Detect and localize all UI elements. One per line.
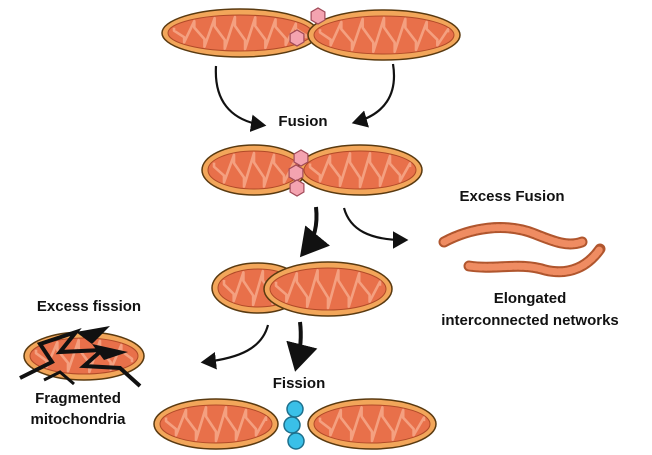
elongated-label-line2: interconnected networks [441,312,619,329]
arrow-to-excess-fission [200,324,270,370]
fragmented-label-line1: Fragmented [35,390,121,407]
mitochondrion-fused-left [201,144,307,196]
mitochondrion-fused-right [297,144,423,196]
arrow-to-excess-fusion [342,207,409,249]
fission-protein-1 [286,400,304,418]
arrow-to-fusion-left [214,65,267,132]
excess-fission-label: Excess fission [37,298,141,315]
arrow-to-fusion-right [351,63,396,128]
mitochondrion-top-right [307,9,461,61]
fragmentation-cracks [19,326,142,388]
fission-label: Fission [273,375,326,392]
mitochondrion-fission-right [307,398,437,450]
arrow-to-fission [286,321,318,372]
fusion-protein-top-1 [310,7,326,25]
fusion-label: Fusion [278,113,327,130]
fusion-protein-top-2 [289,29,305,47]
fusion-protein-mid-3 [289,179,305,197]
fission-protein-2 [283,416,301,434]
excess-fusion-label: Excess Fusion [459,188,564,205]
arrow-to-overlap [299,206,331,258]
mitochondrion-overlap-right [263,261,393,317]
fusion-protein-mid-1 [293,149,309,167]
fragmented-label-line2: mitochondria [30,411,126,428]
fission-protein-3 [287,432,305,450]
elongated-label-line1: Elongated [494,290,567,307]
mitochondrion-fission-left [153,398,279,450]
fusion-protein-mid-2 [288,164,304,182]
elongated-mitochondrion-2-fill [465,245,604,276]
mitochondrion-fragmented [23,331,145,381]
elongated-mitochondrion-1-fill [440,224,586,248]
